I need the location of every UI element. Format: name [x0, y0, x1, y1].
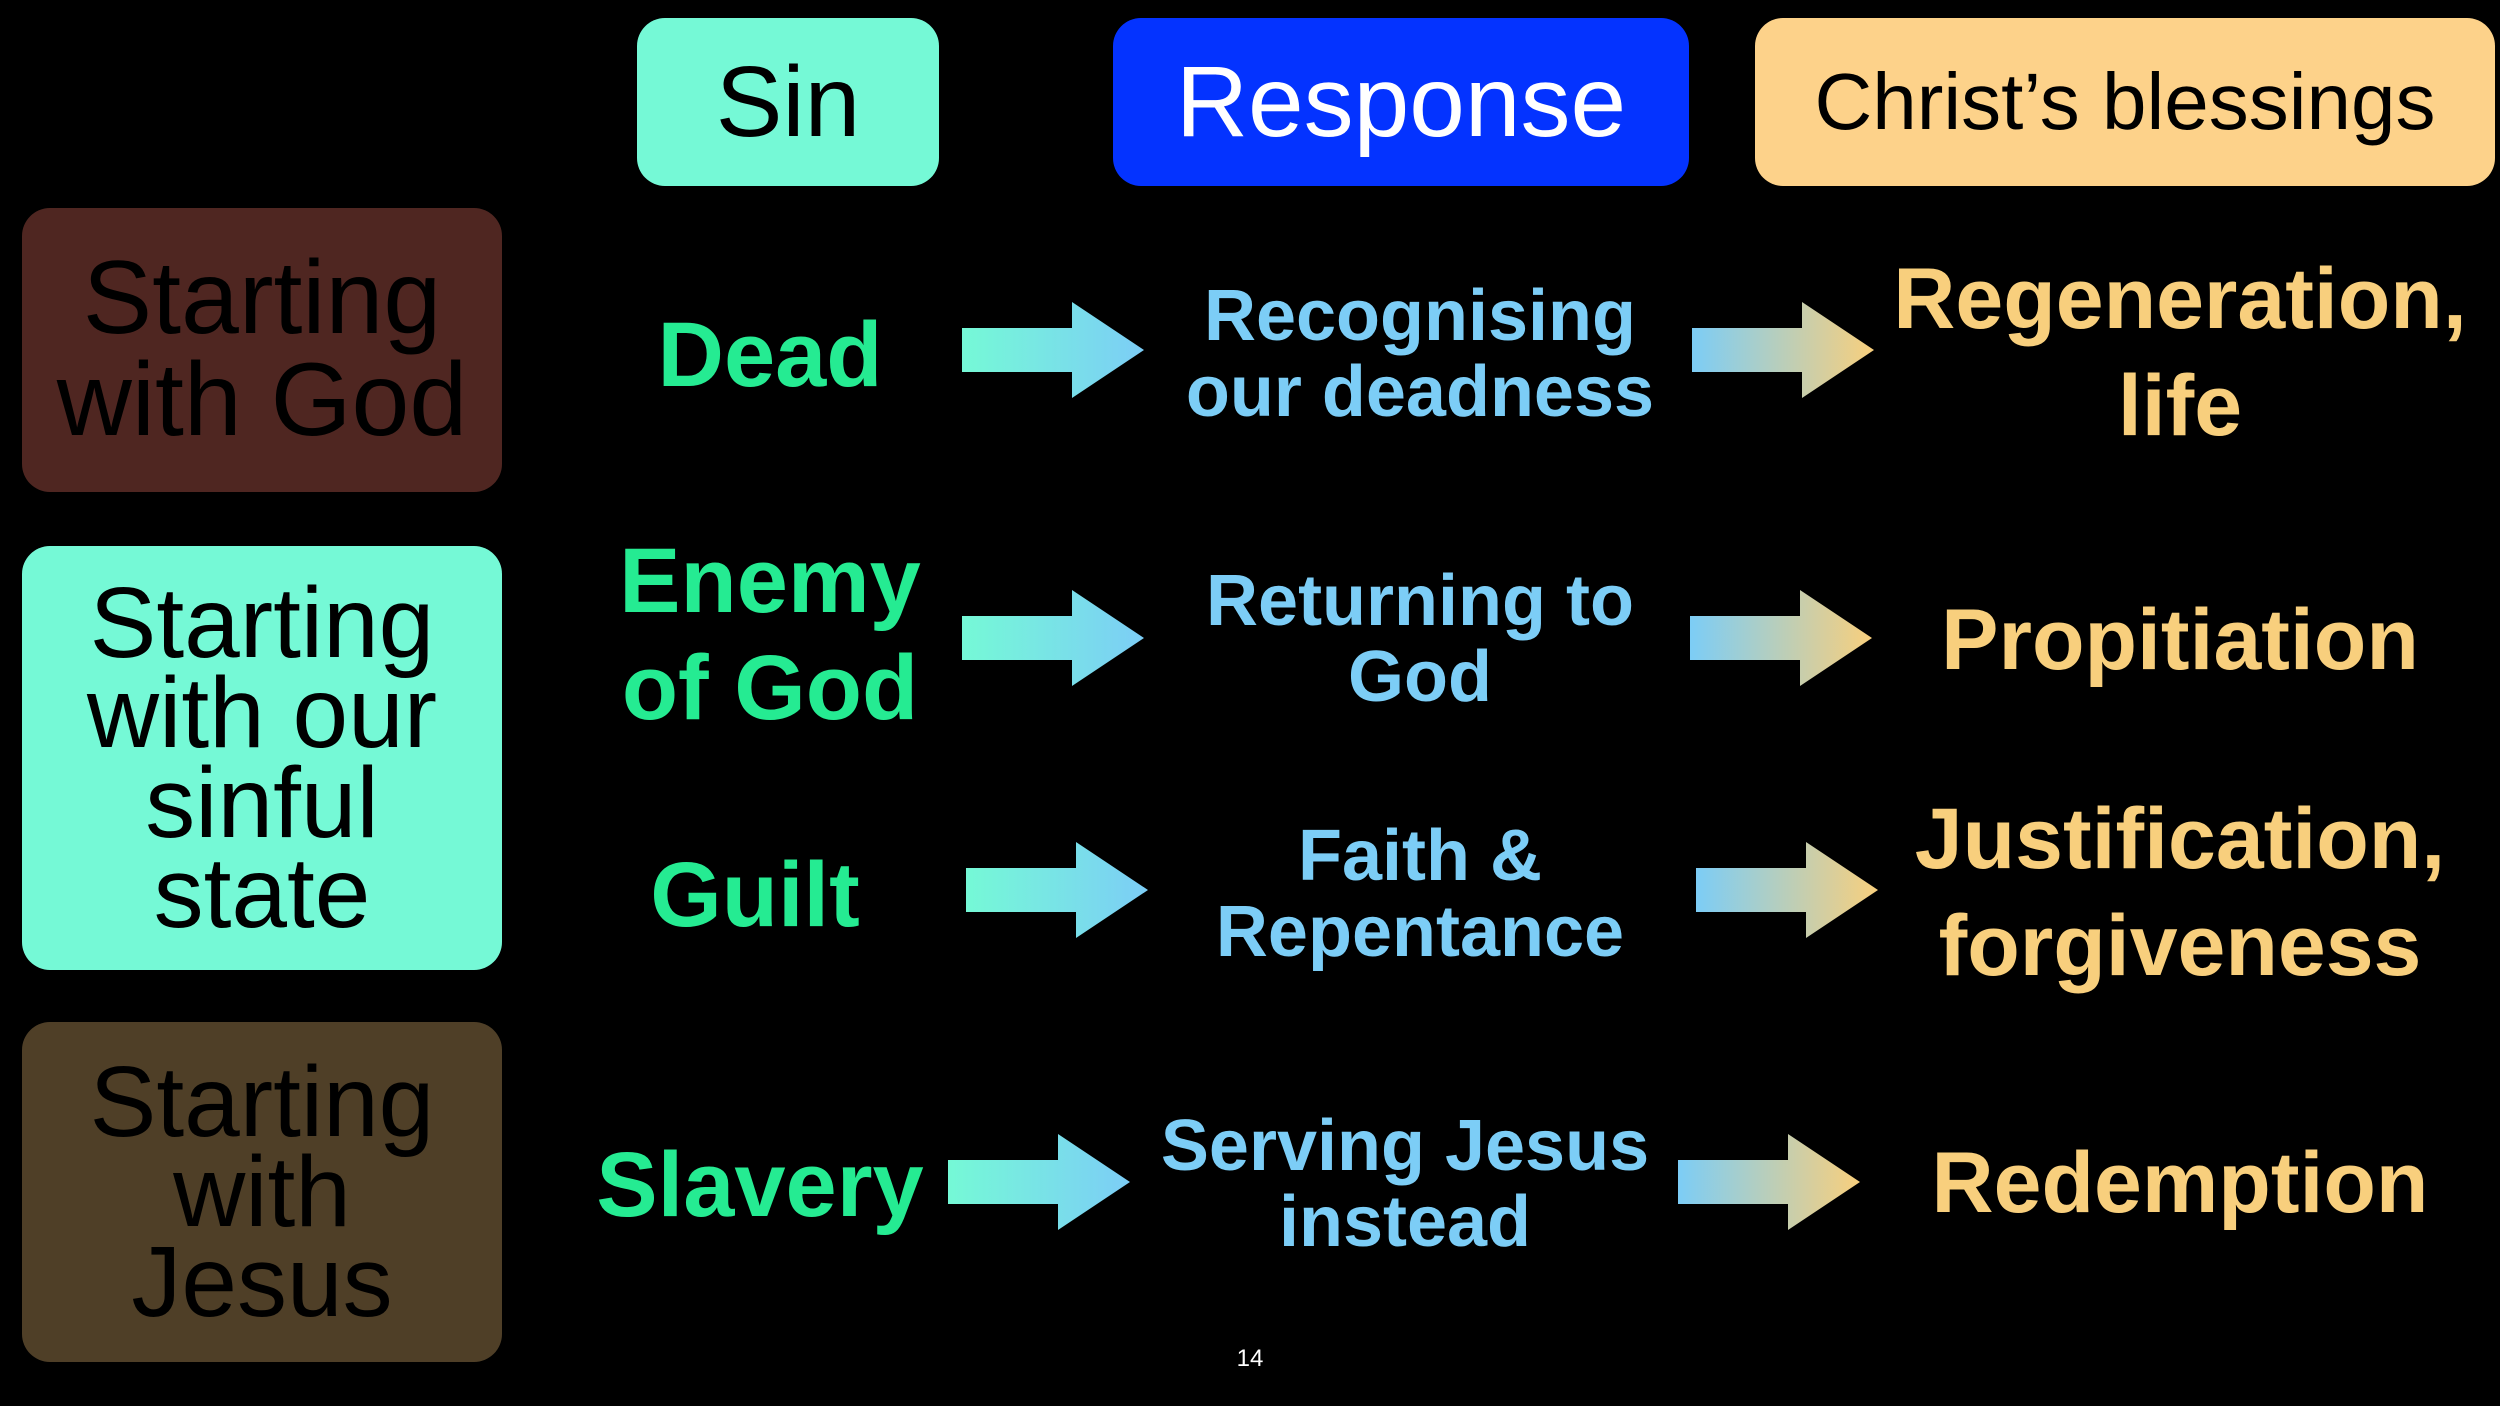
arrow-guilt-to-faith	[966, 842, 1148, 938]
sidebar-starting-with-sinful-state: Starting with our sinful state	[22, 546, 502, 970]
sidebar-starting-with-sinful-state-label: Starting with our sinful state	[86, 567, 438, 949]
blessing-redemption: Redemption	[1931, 1134, 2429, 1231]
sidebar-starting-with-jesus-label: Starting with Jesus	[89, 1046, 435, 1338]
response-serving-jesus: Serving Jesus instead	[1160, 1106, 1650, 1262]
blessings-header-label: Christ’s blessings	[1814, 57, 2436, 146]
blessing-regeneration-life: Regeneration, life	[1893, 250, 2467, 454]
arrow-serving-to-redemption	[1678, 1134, 1860, 1230]
blessing-propitiation: Propitiation	[1941, 591, 2419, 688]
sidebar-starting-with-god: Starting with God	[22, 208, 502, 492]
sin-guilt: Guilt	[650, 843, 860, 946]
sin-dead: Dead	[657, 303, 883, 406]
sin-header: Sin	[637, 18, 939, 186]
arrow-enemy-to-returning	[962, 590, 1144, 686]
sin-header-label: Sin	[715, 45, 861, 158]
blessing-justification-forgiveness: Justification, forgiveness	[1914, 790, 2446, 994]
response-recognising-deadness: Recognising our deadness	[1185, 276, 1655, 432]
sin-slavery: Slavery	[596, 1133, 924, 1236]
response-returning-to-god: Returning to God	[1206, 561, 1634, 717]
response-header: Response	[1113, 18, 1689, 186]
arrow-recognising-to-regeneration	[1692, 302, 1874, 398]
blessings-header: Christ’s blessings	[1755, 18, 2495, 186]
arrow-faith-to-justification	[1696, 842, 1878, 938]
arrow-returning-to-propitiation	[1690, 590, 1872, 686]
sidebar-starting-with-god-label: Starting with God	[56, 240, 468, 458]
arrow-dead-to-recognising	[962, 302, 1144, 398]
response-faith-repentance: Faith & Repentance	[1215, 816, 1625, 972]
response-header-label: Response	[1175, 45, 1627, 158]
arrow-slavery-to-serving	[948, 1134, 1130, 1230]
page-number: 14	[1236, 1345, 1264, 1372]
sin-enemy-of-god: Enemy of God	[619, 530, 921, 739]
sidebar-starting-with-jesus: Starting with Jesus	[22, 1022, 502, 1362]
